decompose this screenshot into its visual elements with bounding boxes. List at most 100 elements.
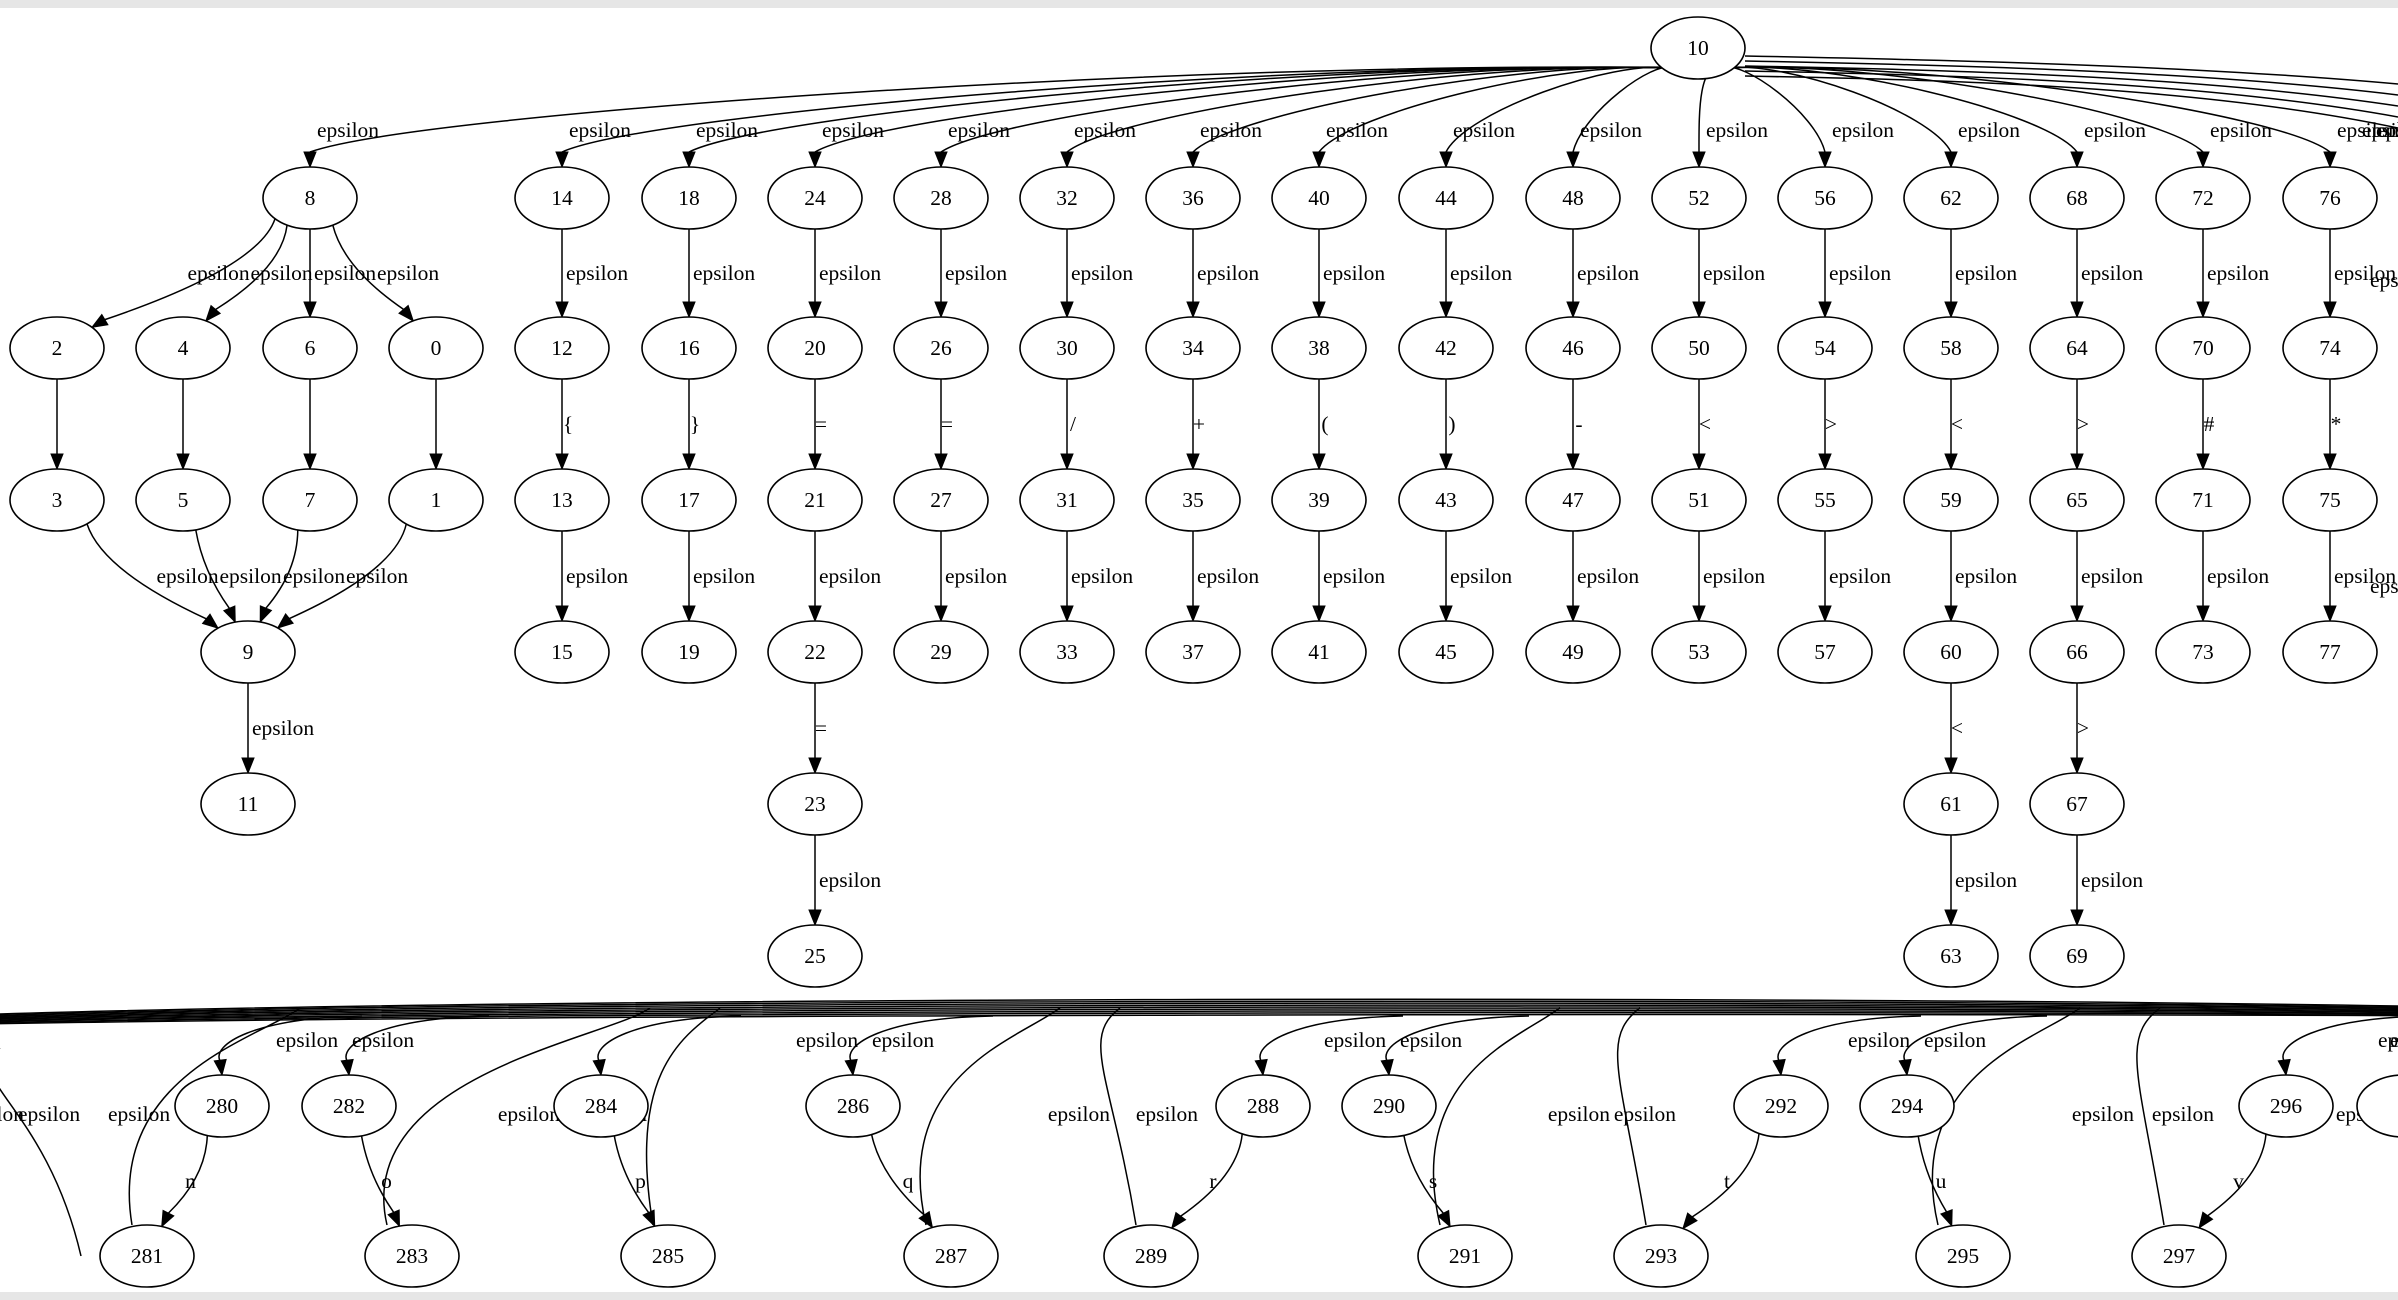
state-node-58[interactable]: 58 [1903,316,1999,380]
state-node-293[interactable]: 293 [1613,1224,1709,1288]
state-node-44[interactable]: 44 [1398,166,1494,230]
state-node-63[interactable]: 63 [1903,924,1999,988]
state-node-72[interactable]: 72 [2155,166,2251,230]
state-node-16[interactable]: 16 [641,316,737,380]
state-node-0[interactable]: 0 [388,316,484,380]
state-node-66[interactable]: 66 [2029,620,2125,684]
state-node-74[interactable]: 74 [2282,316,2378,380]
state-node-286[interactable]: 286 [805,1074,901,1138]
state-node-8[interactable]: 8 [262,166,358,230]
state-node-3[interactable]: 3 [9,468,105,532]
state-node-27[interactable]: 27 [893,468,989,532]
state-node-294[interactable]: 294 [1859,1074,1955,1138]
state-node-291[interactable]: 291 [1417,1224,1513,1288]
state-node-17[interactable]: 17 [641,468,737,532]
state-node-288[interactable]: 288 [1215,1074,1311,1138]
state-node-26[interactable]: 26 [893,316,989,380]
state-node-13[interactable]: 13 [514,468,610,532]
state-node-61[interactable]: 61 [1903,772,1999,836]
state-node-57[interactable]: 57 [1777,620,1873,684]
state-node-56[interactable]: 56 [1777,166,1873,230]
state-node-12[interactable]: 12 [514,316,610,380]
state-node-35[interactable]: 35 [1145,468,1241,532]
state-node-292[interactable]: 292 [1733,1074,1829,1138]
state-node-9[interactable]: 9 [200,620,296,684]
state-node-73[interactable]: 73 [2155,620,2251,684]
state-node-2[interactable]: 2 [9,316,105,380]
state-node-282[interactable]: 282 [301,1074,397,1138]
state-node-53[interactable]: 53 [1651,620,1747,684]
state-node-289[interactable]: 289 [1103,1224,1199,1288]
state-node-284[interactable]: 284 [553,1074,649,1138]
state-node-39[interactable]: 39 [1271,468,1367,532]
partial-edge-top [1259,1015,1404,1062]
state-node-11[interactable]: 11 [200,772,296,836]
state-node-285[interactable]: 285 [620,1224,716,1288]
state-node-36[interactable]: 36 [1145,166,1241,230]
state-node-30[interactable]: 30 [1019,316,1115,380]
state-node-62[interactable]: 62 [1903,166,1999,230]
state-node-22[interactable]: 22 [767,620,863,684]
state-node-5[interactable]: 5 [135,468,231,532]
state-node-75[interactable]: 75 [2282,468,2378,532]
state-node-partial[interactable] [2356,1074,2398,1138]
state-node-20[interactable]: 20 [767,316,863,380]
state-node-60[interactable]: 60 [1903,620,1999,684]
state-node-32[interactable]: 32 [1019,166,1115,230]
state-node-46[interactable]: 46 [1525,316,1621,380]
state-node-51[interactable]: 51 [1651,468,1747,532]
state-node-50[interactable]: 50 [1651,316,1747,380]
state-node-1[interactable]: 1 [388,468,484,532]
state-node-43[interactable]: 43 [1398,468,1494,532]
state-label: 285 [652,1244,684,1268]
state-node-49[interactable]: 49 [1525,620,1621,684]
state-node-28[interactable]: 28 [893,166,989,230]
state-node-295[interactable]: 295 [1915,1224,2011,1288]
state-node-14[interactable]: 14 [514,166,610,230]
state-node-41[interactable]: 41 [1271,620,1367,684]
state-node-283[interactable]: 283 [364,1224,460,1288]
state-node-68[interactable]: 68 [2029,166,2125,230]
state-node-290[interactable]: 290 [1341,1074,1437,1138]
state-node-45[interactable]: 45 [1398,620,1494,684]
state-ellipse [2155,316,2251,380]
state-node-18[interactable]: 18 [641,166,737,230]
state-node-37[interactable]: 37 [1145,620,1241,684]
state-node-280[interactable]: 280 [174,1074,270,1138]
state-node-29[interactable]: 29 [893,620,989,684]
state-node-7[interactable]: 7 [262,468,358,532]
state-node-42[interactable]: 42 [1398,316,1494,380]
state-node-287[interactable]: 287 [903,1224,999,1288]
state-node-34[interactable]: 34 [1145,316,1241,380]
state-node-55[interactable]: 55 [1777,468,1873,532]
state-node-15[interactable]: 15 [514,620,610,684]
state-node-67[interactable]: 67 [2029,772,2125,836]
state-node-54[interactable]: 54 [1777,316,1873,380]
state-node-31[interactable]: 31 [1019,468,1115,532]
state-node-24[interactable]: 24 [767,166,863,230]
state-node-71[interactable]: 71 [2155,468,2251,532]
state-node-47[interactable]: 47 [1525,468,1621,532]
state-node-296[interactable]: 296 [2238,1074,2334,1138]
state-node-40[interactable]: 40 [1271,166,1367,230]
state-node-10[interactable]: 10 [1650,16,1746,80]
state-node-25[interactable]: 25 [767,924,863,988]
state-node-33[interactable]: 33 [1019,620,1115,684]
state-node-23[interactable]: 23 [767,772,863,836]
state-node-4[interactable]: 4 [135,316,231,380]
state-node-59[interactable]: 59 [1903,468,1999,532]
state-node-65[interactable]: 65 [2029,468,2125,532]
state-node-19[interactable]: 19 [641,620,737,684]
state-node-69[interactable]: 69 [2029,924,2125,988]
state-node-48[interactable]: 48 [1525,166,1621,230]
state-node-76[interactable]: 76 [2282,166,2378,230]
state-node-297[interactable]: 297 [2131,1224,2227,1288]
state-node-21[interactable]: 21 [767,468,863,532]
state-node-70[interactable]: 70 [2155,316,2251,380]
state-node-281[interactable]: 281 [99,1224,195,1288]
state-node-6[interactable]: 6 [262,316,358,380]
state-node-64[interactable]: 64 [2029,316,2125,380]
state-node-38[interactable]: 38 [1271,316,1367,380]
state-node-77[interactable]: 77 [2282,620,2378,684]
state-node-52[interactable]: 52 [1651,166,1747,230]
